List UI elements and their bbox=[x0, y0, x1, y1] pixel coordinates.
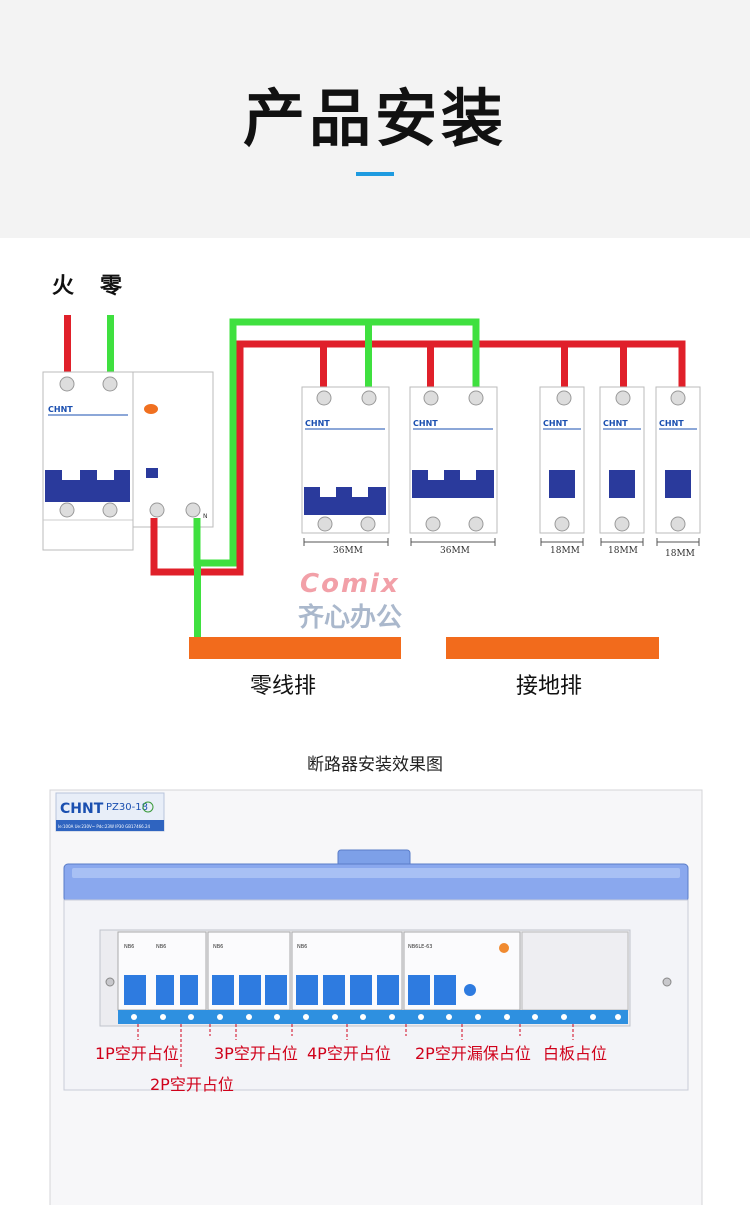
slot-label-blank: 白板占位 bbox=[543, 1044, 608, 1063]
main-breaker-brand: CHNT bbox=[48, 405, 73, 414]
slot-label-2p: 2P空开占位 bbox=[150, 1075, 234, 1094]
neutral-bar bbox=[189, 637, 401, 659]
breaker-1p-2: CHNT bbox=[599, 386, 645, 534]
live-input-wire bbox=[64, 315, 71, 380]
neutral-bus-wire bbox=[193, 318, 480, 567]
ground-bar bbox=[446, 637, 659, 659]
dimension-marks bbox=[303, 538, 700, 546]
box-model: PZ30-18 bbox=[106, 802, 148, 813]
title-underline bbox=[356, 172, 394, 176]
installed-breakers-group-2: NB6 bbox=[207, 931, 291, 1011]
watermark-brand: Comix bbox=[300, 569, 400, 599]
page-title: 产品安装 bbox=[242, 82, 507, 155]
width-label-2: 36MM bbox=[440, 546, 470, 556]
watermark-chinese: 齐心办公 bbox=[298, 602, 402, 633]
svg-text:NB6LE-63: NB6LE-63 bbox=[408, 944, 432, 950]
svg-text:CHNT: CHNT bbox=[659, 419, 684, 428]
neutral-input-wire bbox=[107, 315, 114, 380]
width-label-4: 18MM bbox=[608, 546, 638, 556]
din-rail bbox=[118, 1010, 628, 1024]
main-breaker: CHNT bbox=[42, 371, 134, 551]
svg-text:N: N bbox=[203, 513, 208, 520]
width-label-1: 36MM bbox=[333, 546, 363, 556]
slot-label-3p: 3P空开占位 bbox=[214, 1044, 298, 1063]
installed-breakers-group-4: NB6LE-63 bbox=[403, 931, 521, 1011]
breaker-1p-1: CHNT bbox=[539, 386, 585, 534]
box-brand: CHNT bbox=[60, 801, 104, 817]
width-label-5: 18MM bbox=[665, 549, 695, 559]
slot-label-4p: 4P空开占位 bbox=[307, 1044, 391, 1063]
main-breaker-handle bbox=[45, 470, 130, 502]
breaker-2p-2: CHNT bbox=[409, 386, 498, 534]
svg-text:NB6: NB6 bbox=[124, 944, 134, 950]
box-spec: Ie:100A Ue:230V~ Pdc:23W IP30 GB17466.24 bbox=[58, 824, 151, 829]
ground-bar-label: 接地排 bbox=[516, 674, 583, 699]
neutral-wire-label: 零 bbox=[100, 274, 123, 299]
slot-label-2p-rcd: 2P空开漏保占位 bbox=[415, 1044, 531, 1063]
installed-breakers-group-1: NB6 NB6 bbox=[117, 931, 207, 1011]
install-caption: 断路器安装效果图 bbox=[307, 755, 443, 775]
breaker-1p-3: CHNT bbox=[655, 386, 701, 534]
rcd-module: N bbox=[132, 371, 214, 528]
blank-plate bbox=[521, 931, 629, 1011]
svg-text:NB6: NB6 bbox=[156, 944, 166, 950]
svg-text:CHNT: CHNT bbox=[543, 419, 568, 428]
svg-text:CHNT: CHNT bbox=[413, 419, 438, 428]
live-bus-wire bbox=[150, 340, 686, 576]
slot-label-1p: 1P空开占位 bbox=[95, 1044, 179, 1063]
header-banner: 产品安装 bbox=[0, 0, 750, 238]
svg-text:NB6: NB6 bbox=[213, 944, 223, 950]
slot-brackets bbox=[137, 1024, 574, 1068]
installed-breakers-group-3: NB6 bbox=[291, 931, 403, 1011]
din-rail-screws bbox=[131, 1014, 621, 1020]
neutral-bar-label: 零线排 bbox=[250, 674, 317, 699]
distribution-box: CHNT PZ30-18 Ie:100A Ue:230V~ Pdc:23W IP… bbox=[49, 789, 703, 1205]
svg-text:CHNT: CHNT bbox=[603, 419, 628, 428]
live-wire-label: 火 bbox=[52, 274, 75, 299]
breaker-2p-1: CHNT bbox=[301, 386, 390, 534]
width-label-3: 18MM bbox=[550, 546, 580, 556]
svg-text:CHNT: CHNT bbox=[305, 419, 330, 428]
svg-text:NB6: NB6 bbox=[297, 944, 307, 950]
wiring-diagram: CHNT N CHNT CHNT bbox=[42, 315, 701, 659]
